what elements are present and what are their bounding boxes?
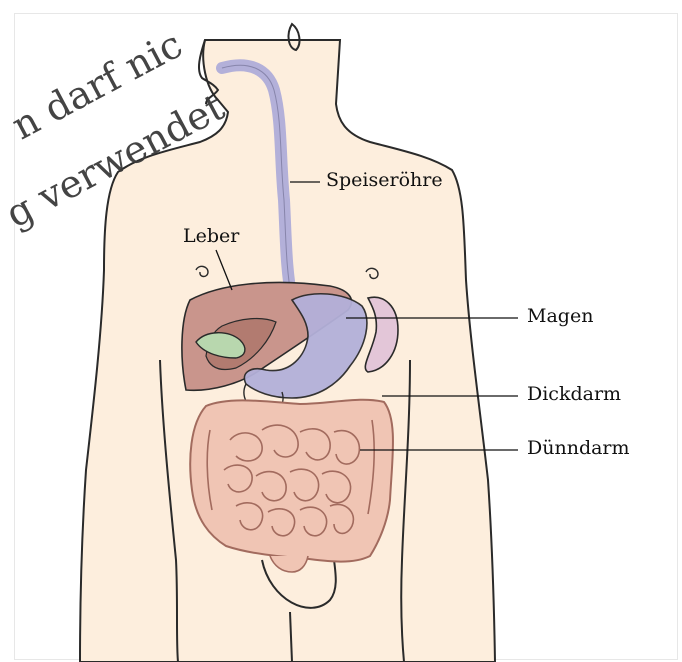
label-esophagus: Speiseröhre: [326, 171, 443, 190]
label-liver: Leber: [183, 227, 239, 246]
label-small-intestine: Dünndarm: [527, 439, 630, 458]
label-large-intestine: Dickdarm: [527, 385, 621, 404]
label-stomach: Magen: [527, 307, 593, 326]
large-intestine: [190, 400, 393, 562]
